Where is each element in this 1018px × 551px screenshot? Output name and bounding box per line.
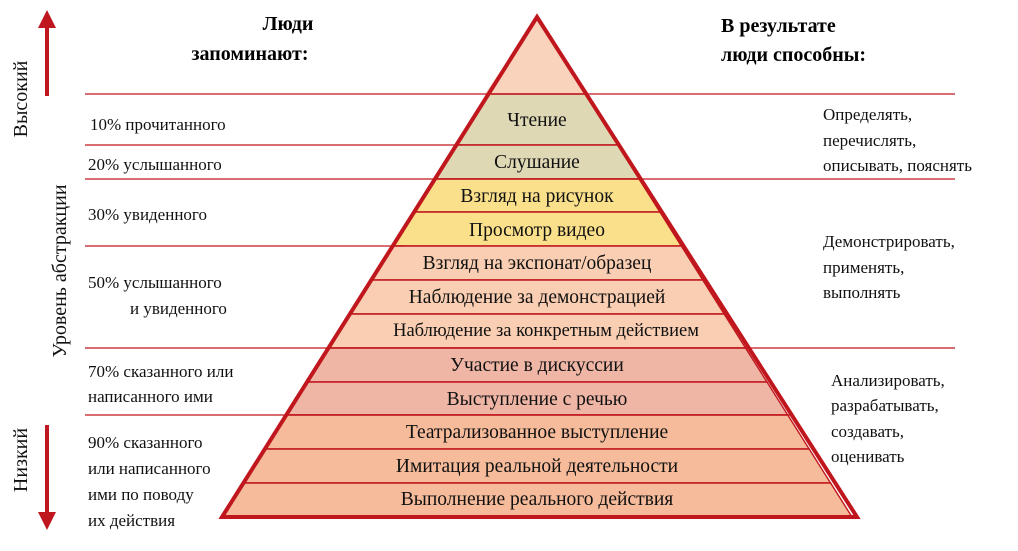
pyramid-level-label: Выполнение реального действия <box>401 489 674 510</box>
axis-title: Уровень абстракции <box>49 184 71 357</box>
remember-item: 90% сказанного <box>88 433 203 452</box>
remember-item: и увиденного <box>130 299 227 318</box>
pyramid-level-label: Наблюдение за конкретным действием <box>393 321 699 341</box>
ability-item: Анализировать, <box>831 371 945 390</box>
ability-item: перечислять, <box>823 131 916 150</box>
remember-item: написанного ими <box>88 387 213 406</box>
ability-item: разрабатывать, <box>831 396 939 415</box>
ability-item: описывать, пояснять <box>823 156 972 175</box>
arrow-down-icon <box>38 425 56 530</box>
pyramid-level-label: Чтение <box>507 110 566 131</box>
remember-item: их действия <box>88 511 175 530</box>
pyramid-level-label: Имитация реальной деятельности <box>396 456 678 477</box>
ability-item: применять, <box>823 258 904 277</box>
pyramid-level-label: Выступление с речью <box>447 389 628 410</box>
axis-low-label: Низкий <box>10 428 32 492</box>
remember-item: 70% сказанного или <box>88 362 233 381</box>
header-right-line1: В результате <box>721 15 836 37</box>
ability-item: создавать, <box>831 422 904 441</box>
ability-item: выполнять <box>823 283 901 302</box>
header-left-line1: Люди <box>263 13 314 35</box>
remember-item: 20% услышанного <box>88 155 222 174</box>
remember-item: ими по поводу <box>88 485 194 504</box>
pyramid-level-label: Взгляд на экспонат/образец <box>423 253 652 274</box>
arrow-up-icon <box>38 10 56 96</box>
remember-item: 50% услышанного <box>88 273 222 292</box>
remember-column: 10% прочитанного 20% услышанного 30% уви… <box>88 115 233 530</box>
remember-item: или написанного <box>88 459 211 478</box>
header-left-line2: запоминают: <box>191 43 308 65</box>
pyramid-apex <box>485 17 589 94</box>
pyramid-level-label: Слушание <box>494 152 580 173</box>
axis-high-label: Высокий <box>10 60 32 137</box>
ability-item: Определять, <box>823 105 912 124</box>
remember-item: 30% увиденного <box>88 205 207 224</box>
pyramid-level-label: Просмотр видео <box>469 220 605 241</box>
pyramid-level-label: Наблюдение за демонстрацией <box>409 287 666 308</box>
ability-item: Демонстрировать, <box>823 232 955 251</box>
abilities-column: Определять, перечислять, описывать, пояс… <box>823 105 972 466</box>
pyramid-level-label: Взгляд на рисунок <box>460 186 614 207</box>
header-right-line2: люди способны: <box>721 44 866 66</box>
pyramid-level-label: Участие в дискуссии <box>450 355 624 376</box>
pyramid-level-label: Театрализованное выступление <box>406 422 668 443</box>
ability-item: оценивать <box>831 447 905 466</box>
remember-item: 10% прочитанного <box>90 115 226 134</box>
pyramid-outline <box>218 13 861 519</box>
